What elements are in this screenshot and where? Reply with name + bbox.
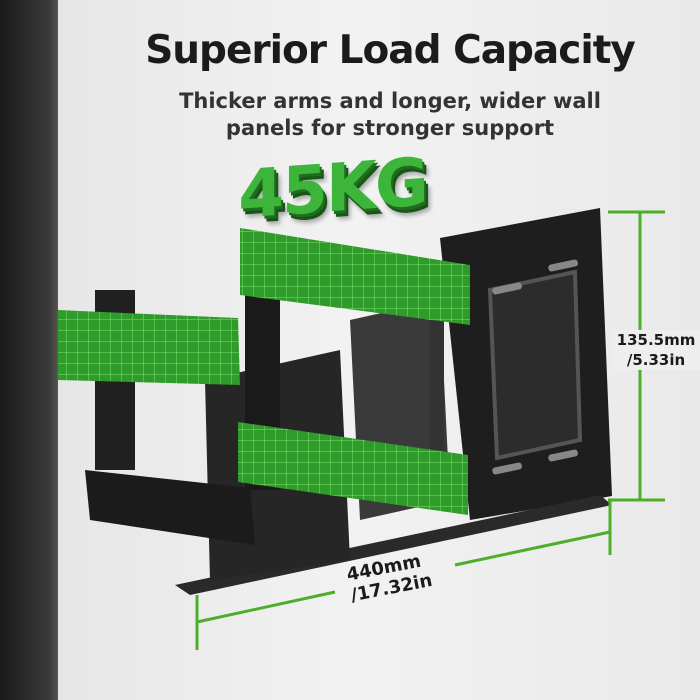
height-mm: 135.5mm xyxy=(616,331,696,349)
subtitle: Thicker arms and longer, wider wall pane… xyxy=(120,88,660,142)
upper-arm xyxy=(240,228,470,325)
left-arm xyxy=(58,310,240,385)
lower-arm xyxy=(238,422,468,515)
bottom-rail xyxy=(175,495,612,595)
subtitle-line-2: panels for stronger support xyxy=(225,116,555,140)
height-in: /5.33in xyxy=(626,351,686,369)
subtitle-line-1: Thicker arms and longer, wider wall xyxy=(179,89,601,113)
height-dimension-label: 135.5mm /5.33in xyxy=(612,330,700,370)
width-dimension-line xyxy=(195,500,612,650)
load-capacity-badge: 45KG xyxy=(238,143,427,234)
tv-edge xyxy=(0,0,58,700)
lower-arm-black xyxy=(85,470,255,545)
page-title: Superior Load Capacity xyxy=(145,28,636,73)
